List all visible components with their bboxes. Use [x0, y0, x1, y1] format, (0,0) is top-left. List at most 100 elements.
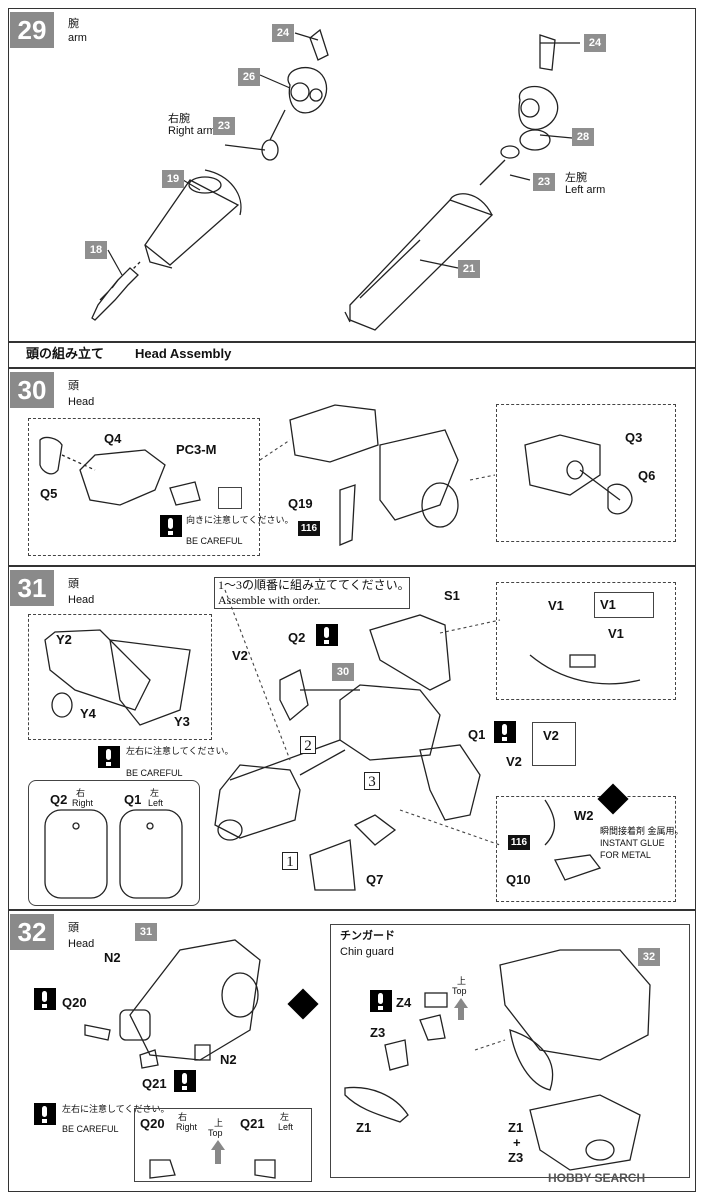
label-w2: W2 [574, 808, 594, 823]
order-step-2: 2 [300, 736, 316, 754]
left-arm-en: Left arm [565, 184, 606, 196]
pc3m-symbol-box [218, 487, 242, 509]
label-q6: Q6 [638, 468, 656, 483]
step30-subbox-left [28, 418, 260, 556]
right-arm-en: Right arm [168, 125, 216, 137]
step30-care-ja: 向きに注意してください。 [186, 515, 294, 525]
care-icon-32 [34, 1103, 56, 1125]
q20-right-en: Right [176, 1122, 198, 1132]
order-note-ja: 1～3の順番に組み立ててください。 [218, 578, 410, 592]
part-label-24-left: 24 [584, 34, 606, 52]
step31-care-en: BE CAREFUL [126, 768, 183, 778]
glue-en2: FOR METAL [600, 850, 651, 860]
step30-title-en: Head [68, 396, 95, 408]
part-label-18: 18 [85, 241, 107, 259]
label-q21-detail: Q21 [240, 1116, 265, 1131]
up-arrow-shaft-2 [458, 1008, 464, 1020]
label-v2-box: V2 [543, 728, 559, 743]
label-z1: Z1 [356, 1120, 372, 1135]
part-label-26: 26 [238, 68, 260, 86]
label-q2-detail: Q2 [50, 792, 68, 807]
label-q20-detail: Q20 [140, 1116, 165, 1131]
part-label-31: 31 [135, 923, 157, 941]
label-v1-box: V1 [600, 597, 616, 612]
left-arm-ja: 左腕 [565, 172, 587, 184]
step31-title-en: Head [68, 594, 95, 606]
care-icon-q2 [316, 624, 338, 646]
q2-right-ja: 右 [76, 788, 86, 798]
part-label-24: 24 [272, 24, 294, 42]
v2-symbol-box [532, 722, 576, 766]
part-label-23-left: 23 [533, 173, 555, 191]
step30-subbox-right [496, 404, 676, 542]
step31-subbox-left [28, 614, 212, 740]
step32-frame [8, 910, 696, 1192]
care-icon-z4 [370, 990, 392, 1012]
glue-ja: 瞬間接着剤 金属用。 [600, 826, 684, 836]
assemble-order-note [214, 577, 410, 609]
part-label-28: 28 [572, 128, 594, 146]
label-v1-a: V1 [548, 598, 564, 613]
head-assembly-header [8, 342, 696, 368]
label-q1-main: Q1 [468, 727, 486, 742]
step29-frame [8, 8, 696, 342]
part-label-19: 19 [162, 170, 184, 188]
q21-left-en: Left [278, 1122, 294, 1132]
step32-title-ja: 頭 [68, 922, 79, 934]
top2-ja: 上 [457, 976, 467, 986]
plus-sign: + [513, 1135, 521, 1150]
part-label-21: 21 [458, 260, 480, 278]
label-z1-b: Z1 [508, 1120, 524, 1135]
glue-en1: INSTANT GLUE [600, 838, 665, 848]
step32-title-en: Head [68, 938, 95, 950]
order-step-1: 1 [282, 852, 298, 870]
top-ja: 上 [214, 1118, 224, 1128]
step31-title-ja: 頭 [68, 578, 79, 590]
step29-title-en: arm [68, 32, 87, 44]
q21-left-ja: 左 [280, 1112, 290, 1122]
order-note-en: Assemble with order. [218, 593, 321, 607]
q1-left-ja: 左 [150, 788, 160, 798]
step30-care-en: BE CAREFUL [186, 536, 243, 546]
care-icon-q1 [494, 721, 516, 743]
step31-subbox-w2 [496, 796, 676, 902]
label-q1-detail: Q1 [124, 792, 142, 807]
step31-subbox-v1 [496, 582, 676, 700]
right-arm-ja: 右腕 [168, 113, 190, 125]
head-assembly-en: Head Assembly [135, 346, 232, 361]
step-number-31: 31 [10, 570, 54, 606]
label-s1: S1 [444, 588, 460, 603]
step29-title-ja: 腕 [68, 18, 79, 30]
paint-number-116-w2: 116 [508, 835, 530, 850]
label-q2-main: Q2 [288, 630, 306, 645]
label-v1-b: V1 [608, 626, 624, 641]
step30-title-ja: 頭 [68, 380, 79, 392]
q2-right-en: Right [72, 798, 94, 808]
q1-q2-detail-box [28, 780, 200, 906]
label-v2-right: V2 [506, 754, 522, 769]
label-n2-a: N2 [104, 950, 121, 965]
label-q5: Q5 [40, 486, 58, 501]
top2-en: Top [452, 986, 467, 996]
label-q3: Q3 [625, 430, 643, 445]
q1-left-en: Left [148, 798, 164, 808]
label-q7: Q7 [366, 872, 384, 887]
watermark: HOBBY SEARCH [548, 1171, 646, 1185]
care-icon-30 [160, 515, 182, 537]
care-icon-q21 [174, 1070, 196, 1092]
step-number-32: 32 [10, 914, 54, 950]
label-q4: Q4 [104, 431, 122, 446]
part-label-23-right: 23 [213, 117, 235, 135]
paint-number-116: 116 [298, 521, 320, 536]
label-z3-b: Z3 [508, 1150, 524, 1165]
label-q19: Q19 [288, 496, 313, 511]
label-y3: Y3 [174, 714, 190, 729]
label-n2-b: N2 [220, 1052, 237, 1067]
chin-guard-en: Chin guard [340, 946, 394, 958]
up-arrow-icon [211, 1140, 225, 1150]
head-assembly-ja: 頭の組み立て [26, 346, 105, 361]
step-number-29: 29 [10, 12, 54, 48]
chin-guard-box [330, 924, 690, 1178]
care-icon-q20 [34, 988, 56, 1010]
label-q10: Q10 [506, 872, 531, 887]
